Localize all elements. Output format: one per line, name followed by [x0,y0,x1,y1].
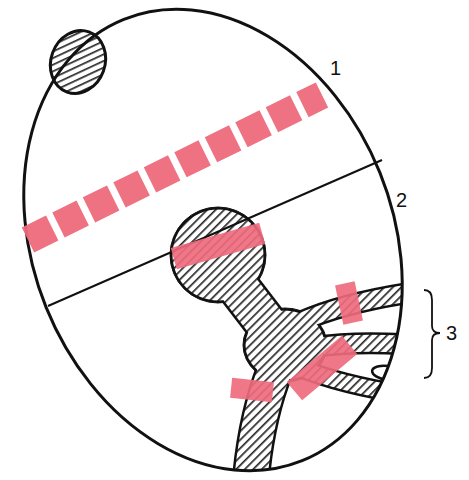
division-line [48,160,382,306]
callout-number: 2 [396,190,407,210]
pink-band [28,95,322,240]
callout-number: 3 [446,323,457,343]
hatched-organelle [42,23,115,102]
bracket [424,290,440,378]
hatched-body [170,207,430,480]
callout-number: 1 [330,58,341,78]
pink-markers [171,223,363,402]
